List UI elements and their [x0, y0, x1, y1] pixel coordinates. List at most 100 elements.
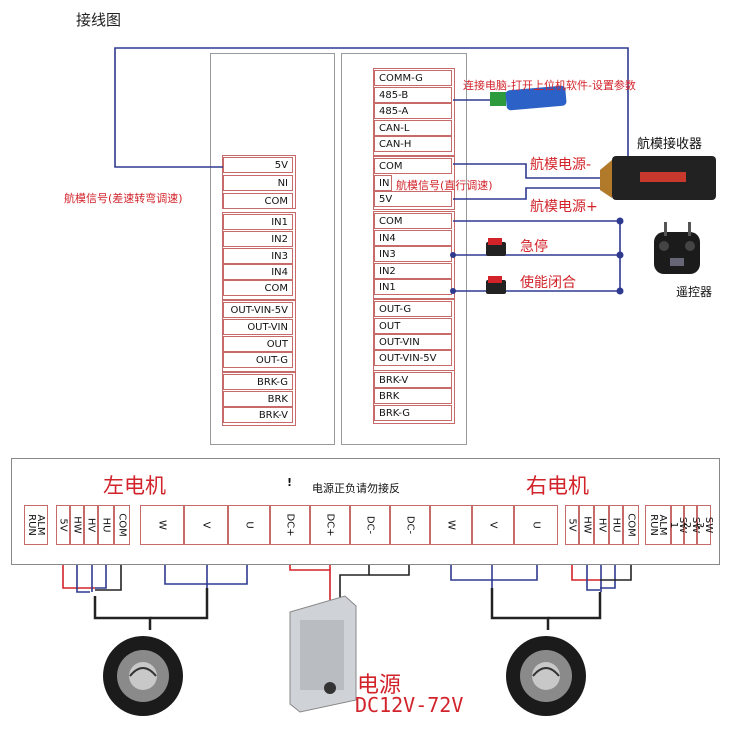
mterm-u-left: U: [228, 505, 270, 545]
right-brk-group: [373, 370, 455, 424]
mterm-sw3: SW 3: [694, 505, 714, 545]
right-term-5v: 5V: [374, 191, 452, 207]
right-comm-group: [373, 68, 455, 156]
junction-dot: [450, 252, 456, 258]
left-term-brk-g: BRK-G: [223, 374, 293, 390]
right-sig-group: [373, 156, 455, 210]
left-term-out-g: OUT-G: [223, 352, 293, 368]
left-term-in4: IN4: [223, 264, 293, 280]
enable-switch-icon: [486, 276, 506, 294]
right-term-out-vin-5v: OUT-VIN-5V: [374, 350, 452, 366]
mterm-v-right: V: [472, 505, 514, 545]
left-term-in3: IN3: [223, 248, 293, 264]
left-term-brk-v: BRK-V: [223, 407, 293, 423]
junction-dot: [616, 287, 624, 295]
junction-dot: [616, 217, 624, 225]
mterm-w-left: W: [140, 505, 184, 545]
right-term-brk-g: BRK-G: [374, 405, 452, 421]
left-wheel-motor-icon: [103, 636, 183, 716]
left-term-out-vin-5v: OUT-VIN-5V: [223, 302, 293, 318]
power-minus-wire: [453, 163, 612, 179]
right-term-in2: IN2: [374, 263, 452, 279]
mterm-alm-run-left: ALM RUN: [24, 505, 48, 545]
mterm-w-right: W: [430, 505, 472, 545]
mterm-hw-left: HW: [70, 505, 84, 545]
left-term-out-vin: OUT-VIN: [223, 319, 293, 335]
left-term-com2: COM: [223, 280, 293, 296]
right-term-can-l: CAN-L: [374, 120, 452, 136]
mterm-hw-right: HW: [579, 505, 594, 545]
warning-text: 电源正负请勿接反: [312, 482, 400, 495]
mterm-alm-run-right: ALM RUN: [645, 505, 671, 545]
power-supply-label: 电源: [357, 673, 402, 698]
mterm-hv-right: HV: [594, 505, 609, 545]
right-term-485-a: 485-A: [374, 103, 452, 119]
left-motor-title: 左电机: [103, 474, 166, 498]
mterm-u-right: U: [514, 505, 558, 545]
usb-adapter-icon: [490, 85, 567, 111]
right-term-com2: COM: [374, 213, 452, 229]
right-term-comm-g: COMM-G: [374, 70, 452, 86]
right-motor-title: 右电机: [526, 474, 589, 498]
junction-dot: [450, 288, 456, 294]
left-term-ni: NI: [223, 175, 293, 191]
mterm-com-left: COM: [114, 505, 130, 545]
mterm-dc-minus-2: DC-: [390, 505, 430, 545]
mterm-com-right: COM: [623, 505, 639, 545]
power-plus-label: 航模电源+: [530, 199, 598, 215]
left-term-in1: IN1: [223, 214, 293, 230]
signal-straight-label: 航模信号(直行调速): [396, 179, 493, 192]
estop-label: 急停: [520, 239, 548, 255]
mterm-hu-left: HU: [98, 505, 114, 545]
left-term-in2: IN2: [223, 231, 293, 247]
junction-dot: [616, 251, 624, 259]
right-term-out-g: OUT-G: [374, 301, 452, 317]
power-minus-label: 航模电源-: [530, 157, 592, 173]
mterm-5v-left: 5V: [56, 505, 70, 545]
estop-switch-icon: [486, 238, 506, 256]
left-term-com: COM: [223, 193, 293, 209]
right-term-in: IN: [374, 175, 392, 191]
right-term-com: COM: [374, 158, 452, 174]
power-supply-voltage: DC12V-72V: [355, 693, 464, 717]
mterm-sw2: SW 2: [681, 505, 701, 545]
receiver-label: 航模接收器: [637, 137, 703, 152]
left-brk-group: [222, 372, 296, 426]
left-signal-label: 航模信号(差速转弯调速): [64, 192, 183, 205]
receiver-icon: [600, 156, 716, 200]
left-term-brk: BRK: [223, 391, 293, 407]
remote-controller-icon: [654, 222, 700, 274]
left-term-5v: 5V: [223, 157, 293, 173]
power-plus-wire: [453, 187, 612, 200]
left-term-out: OUT: [223, 336, 293, 352]
enable-label: 使能闭合: [520, 275, 576, 291]
left-in-group: [222, 212, 296, 300]
right-term-485-b: 485-B: [374, 87, 452, 103]
right-term-in3: IN3: [374, 246, 452, 262]
mterm-dc-plus-1: DC+: [270, 505, 310, 545]
right-wheel-motor-icon: [506, 636, 586, 716]
right-term-brk: BRK: [374, 388, 452, 404]
usb-note-label: 连接电脑-打开上位机软件-设置参数: [463, 79, 636, 92]
mterm-hu-right: HU: [609, 505, 623, 545]
mterm-v-left: V: [184, 505, 228, 545]
page-title: 接线图: [76, 11, 122, 29]
right-term-can-h: CAN-H: [374, 136, 452, 152]
mterm-5v-right: 5V: [565, 505, 579, 545]
right-term-in1: IN1: [374, 279, 452, 295]
right-term-out-vin: OUT-VIN: [374, 334, 452, 350]
remote-label: 遥控器: [676, 285, 713, 299]
left-out-group: [222, 300, 296, 372]
mterm-sw1: SW 1: [668, 505, 688, 545]
warning-exclamation: !: [287, 476, 293, 489]
right-term-brk-v: BRK-V: [374, 372, 452, 388]
mterm-hv-left: HV: [84, 505, 98, 545]
left-signal-wire: [114, 47, 629, 168]
right-term-in4: IN4: [374, 230, 452, 246]
mterm-dc-minus-1: DC-: [350, 505, 390, 545]
power-supply-icon: [289, 595, 357, 713]
right-term-out: OUT: [374, 318, 452, 334]
mterm-dc-plus-2: DC+: [310, 505, 350, 545]
